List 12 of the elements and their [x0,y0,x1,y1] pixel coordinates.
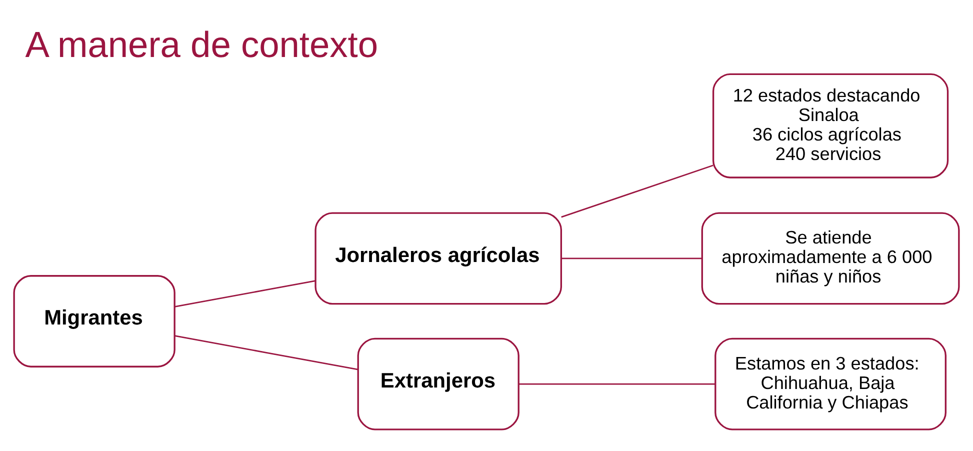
connector [561,164,714,218]
diagram-title: A manera de contexto [25,24,378,65]
connector [174,334,358,370]
connector [174,280,316,307]
node-box: Se atiende aproximadamente a 6 000 niñas y niños [701,212,960,304]
node-box: Migrantes [13,274,176,367]
connector [561,257,702,259]
node-box: Extranjeros [357,337,520,430]
node-box: Estamos en 3 estados: Chihuahua, Baja California y Chiapas [714,337,946,430]
node-box: Jornaleros agrícolas [314,212,562,304]
connector [519,382,716,384]
node-box: 12 estados destacando Sinaloa 36 ciclos agrícolas 240 servicios [712,72,949,178]
